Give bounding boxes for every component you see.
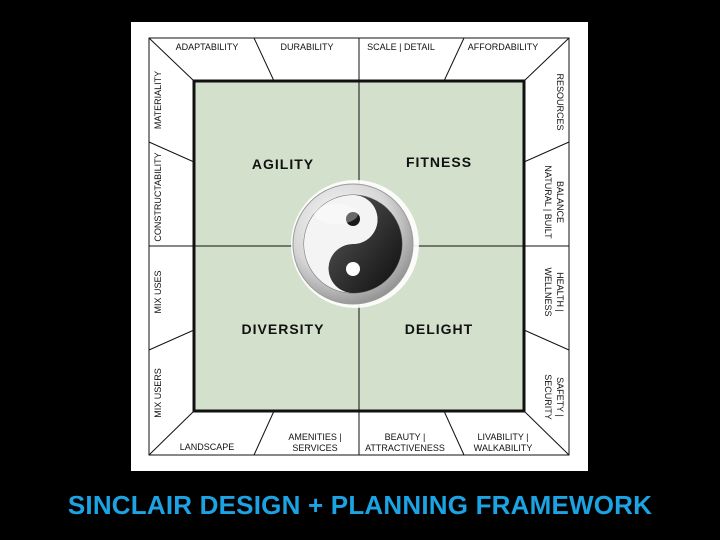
label-affordability: AFFORDABILITY: [468, 42, 539, 52]
label-health-line2: WELLNESS: [543, 267, 553, 316]
label-safety-line1: SAFETY |: [555, 377, 565, 417]
quadrant-agility: AGILITY: [252, 156, 314, 172]
label-beauty-line1: BEAUTY |: [385, 432, 426, 442]
yin-yang-icon: [291, 180, 419, 308]
framework-panel: ADAPTABILITY DURABILITY SCALE | DETAIL A…: [131, 22, 588, 471]
label-materiality: MATERIALITY: [153, 71, 163, 129]
label-durability: DURABILITY: [280, 42, 333, 52]
label-mix-users: MIX USERS: [153, 368, 163, 418]
label-beauty-line2: ATTRACTIVENESS: [365, 443, 445, 453]
label-mix-uses: MIX USES: [153, 270, 163, 313]
quadrant-delight: DELIGHT: [405, 321, 473, 337]
label-amenities-line2: SERVICES: [292, 443, 337, 453]
label-balance-line1: BALANCE: [555, 181, 565, 223]
quadrant-fitness: FITNESS: [406, 154, 472, 170]
framework-diagram: ADAPTABILITY DURABILITY SCALE | DETAIL A…: [148, 37, 570, 456]
quadrant-diversity: DIVERSITY: [242, 321, 325, 337]
label-safety-line2: SECURITY: [543, 374, 553, 420]
label-landscape: LANDSCAPE: [180, 442, 235, 452]
label-amenities-line1: AMENITIES |: [288, 432, 341, 442]
border-dividers: [148, 37, 570, 456]
label-livability-line1: LIVABILITY |: [477, 432, 528, 442]
label-scale-detail: SCALE | DETAIL: [367, 42, 435, 52]
label-health-line1: HEALTH |: [555, 272, 565, 312]
label-constructability: CONSTRUCTABILITY: [153, 152, 163, 241]
label-resources: RESOURCES: [555, 73, 565, 130]
label-balance-line2: NATURAL | BUILT: [543, 165, 553, 239]
label-adaptability: ADAPTABILITY: [176, 42, 239, 52]
slide-title: SINCLAIR DESIGN + PLANNING FRAMEWORK: [67, 490, 653, 520]
label-livability-line2: WALKABILITY: [474, 443, 533, 453]
